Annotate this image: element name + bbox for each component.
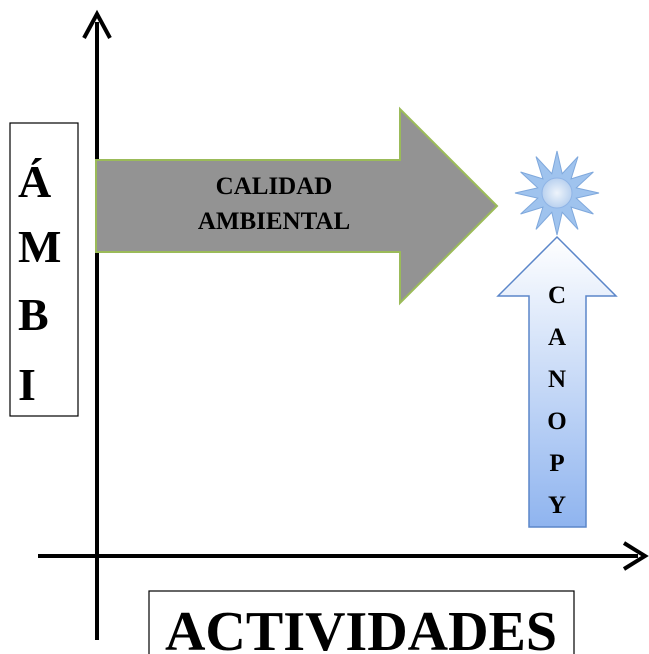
horizontal-axis (38, 541, 649, 571)
canopy-letter: N (548, 366, 566, 393)
sun-icon (514, 150, 600, 236)
vertical-axis-label: Á M B I (9, 122, 79, 417)
horizontal-axis-label: ACTIVIDADES (148, 590, 575, 654)
vertical-letter: Á (18, 156, 51, 207)
vertical-letter: I (18, 359, 36, 410)
canopy-letter: C (548, 282, 566, 309)
vertical-letter: B (18, 289, 49, 340)
vertical-letter: M (18, 221, 61, 272)
canopy-letter: P (549, 450, 564, 477)
vertical-axis (82, 9, 112, 640)
canopy-letter: O (547, 408, 566, 435)
activities-label: ACTIVIDADES (165, 601, 557, 654)
canopy-letter: A (548, 324, 566, 351)
canopy-letter: Y (548, 492, 566, 519)
canopy-arrow: C A N O P Y (496, 235, 618, 528)
environmental-quality-arrow: CALIDAD AMBIENTAL (95, 106, 499, 306)
arrow-label-line-1: CALIDAD (216, 173, 333, 200)
arrow-label-line-2: AMBIENTAL (198, 208, 350, 235)
